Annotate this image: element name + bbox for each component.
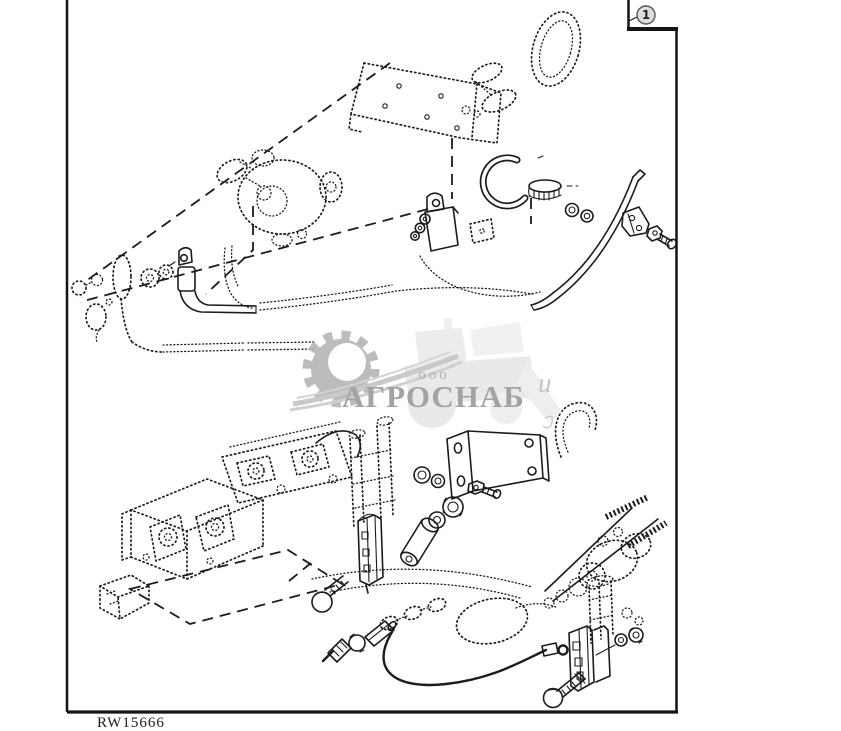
left-clamp-parts xyxy=(71,254,317,353)
hinge-bracket-left xyxy=(357,513,384,594)
top-hose-fittings xyxy=(461,62,517,118)
watermark-prefix: ооо xyxy=(418,367,450,383)
lower-mast xyxy=(586,575,644,644)
watermark-company-name: АГРОСНАБ xyxy=(342,379,525,414)
callout-number: 1 xyxy=(642,8,650,22)
connector-box xyxy=(99,574,150,620)
hinge-bracket-right xyxy=(568,625,616,692)
control-cable xyxy=(321,620,569,687)
line-clamp xyxy=(621,206,650,237)
carriage-bolt xyxy=(542,672,586,709)
figure-code: RW15666 xyxy=(97,715,165,731)
hose-clamp-ring xyxy=(530,11,582,87)
diagram-frame xyxy=(65,0,678,714)
spacer-cylinder xyxy=(400,517,439,567)
misc-dotted-parts xyxy=(311,218,557,645)
bracket-fasteners xyxy=(413,466,502,529)
leader-dashed-lines xyxy=(79,62,532,582)
oil-line-tube xyxy=(530,169,646,311)
console-cover-box xyxy=(121,478,264,580)
lever-assembly xyxy=(543,494,668,609)
watermark-wheat-swoosh xyxy=(289,351,463,412)
watermark: ооо АГРОСНАБ и xyxy=(289,318,562,429)
callout-1[interactable]: 1 xyxy=(628,5,656,25)
instrument-console xyxy=(221,421,353,504)
clamp-bolt xyxy=(646,225,678,250)
callout-leader-line xyxy=(628,16,638,22)
watermark-curl xyxy=(542,415,554,429)
j-hose xyxy=(554,401,598,458)
elbow-hose-fitting xyxy=(168,246,533,314)
steering-valve-assembly xyxy=(216,149,343,309)
angle-bracket-plate xyxy=(446,430,550,500)
bracket-washer-nut xyxy=(614,627,644,647)
mounting-outline-dashed xyxy=(127,549,345,625)
thumbscrew xyxy=(311,575,349,613)
ribbed-cap xyxy=(528,179,579,201)
fitting-bracket xyxy=(409,192,459,252)
callout-circle[interactable] xyxy=(636,5,656,25)
watermark-letter: и xyxy=(538,368,552,398)
top-mounting-bracket xyxy=(348,62,502,144)
watermark-tractor-icon xyxy=(404,318,562,428)
nut-pair xyxy=(564,202,594,223)
exploded-view-drawing xyxy=(71,11,678,709)
support-mast xyxy=(315,416,396,530)
retaining-clamp-c xyxy=(479,154,544,210)
